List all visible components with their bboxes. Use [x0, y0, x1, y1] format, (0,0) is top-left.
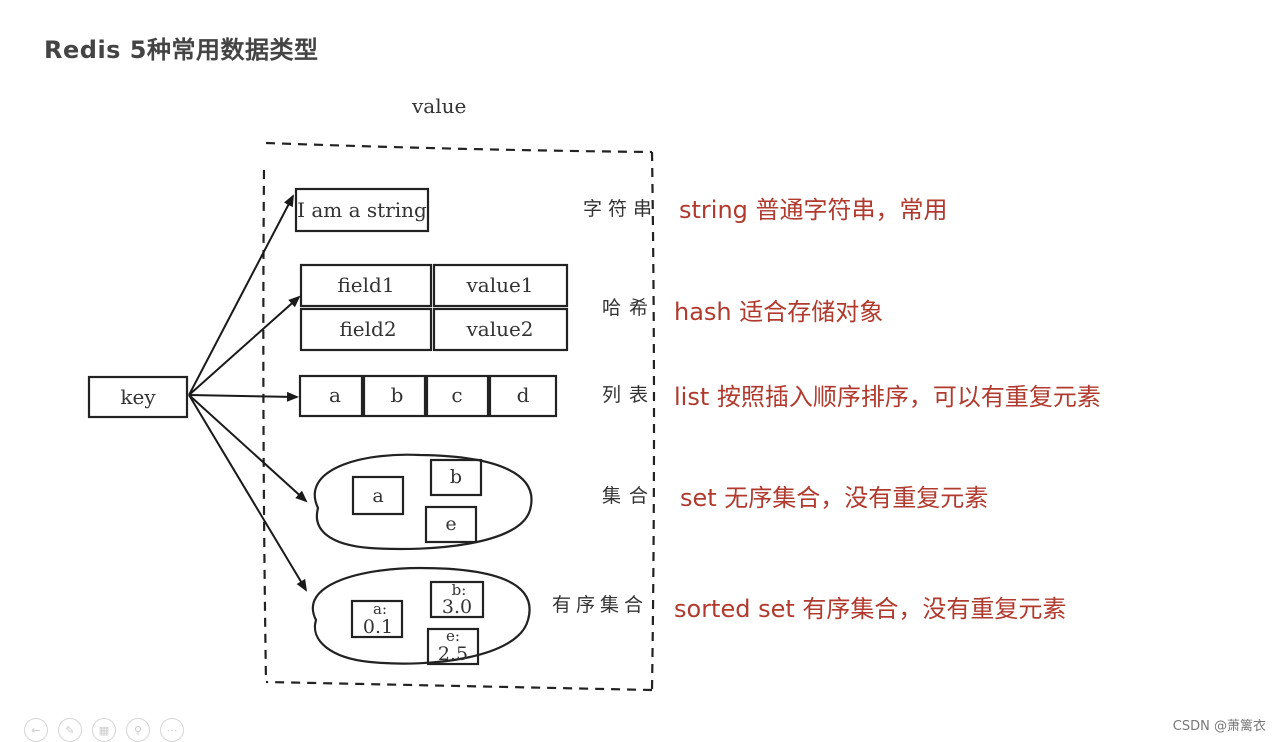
hash-cn-label: 哈希	[602, 297, 656, 319]
set-item: a	[372, 485, 383, 507]
sorted-set-ellipse	[311, 566, 531, 666]
set-item: e	[445, 513, 456, 535]
key-arrows	[188, 194, 308, 592]
back-icon[interactable]: ←	[24, 718, 48, 742]
string-description: string 普通字符串，常用	[679, 196, 948, 224]
set-item: b	[450, 466, 462, 488]
sorted-set-member: b:	[452, 581, 467, 599]
hash-value-1: value1	[465, 273, 533, 297]
list-item: d	[517, 383, 530, 407]
value-label: value	[411, 94, 466, 118]
key-box: key	[87, 375, 189, 419]
watermark: CSDN @萧篱衣	[1172, 719, 1266, 734]
string-box: I am a string	[294, 187, 430, 233]
page-title: Redis 5种常用数据类型	[44, 36, 319, 64]
list-item: b	[391, 383, 404, 407]
string-sample: I am a string	[297, 198, 427, 222]
zoom-icon[interactable]: ⚲	[126, 718, 150, 742]
pen-icon[interactable]: ✎	[58, 718, 82, 742]
sorted-set-score: 0.1	[363, 616, 393, 638]
string-cn-label: 字符串	[583, 198, 658, 220]
sorted-set-score: 3.0	[442, 596, 472, 618]
list-item: c	[451, 383, 462, 407]
list-item: a	[329, 383, 341, 407]
sorted-set-description: sorted set 有序集合，没有重复元素	[674, 595, 1067, 623]
slides-icon[interactable]: ▦	[92, 718, 116, 742]
arrow-to-list	[188, 391, 299, 402]
hash-value-2: value2	[465, 317, 533, 341]
list-boxes	[298, 374, 558, 418]
sorted-set-member: e:	[446, 627, 460, 645]
slide-toolbar: ← ✎ ▦ ⚲ ⋯	[24, 718, 184, 742]
arrow-to-string	[188, 194, 294, 396]
arrow-to-set	[188, 394, 308, 503]
set-description: set 无序集合，没有重复元素	[680, 484, 989, 512]
hash-description: hash 适合存储对象	[674, 298, 884, 326]
value-container	[262, 141, 656, 692]
list-cn-label: 列表	[602, 384, 656, 406]
more-icon[interactable]: ⋯	[160, 718, 184, 742]
sorted-set-cn-label: 有序集合	[552, 594, 648, 616]
set-cn-label: 集合	[602, 485, 656, 507]
sorted-set-score: 2.5	[438, 643, 468, 665]
arrow-to-hash	[188, 295, 301, 396]
set-ellipse	[313, 453, 533, 551]
hash-field-2: field2	[339, 317, 396, 341]
arrow-to-sorted-set	[188, 394, 308, 592]
hash-table	[299, 263, 569, 352]
list-description: list 按照插入顺序排序，可以有重复元素	[674, 383, 1101, 411]
hash-field-1: field1	[337, 273, 394, 297]
sorted-set-member: a:	[373, 600, 387, 618]
key-label: key	[120, 385, 156, 409]
